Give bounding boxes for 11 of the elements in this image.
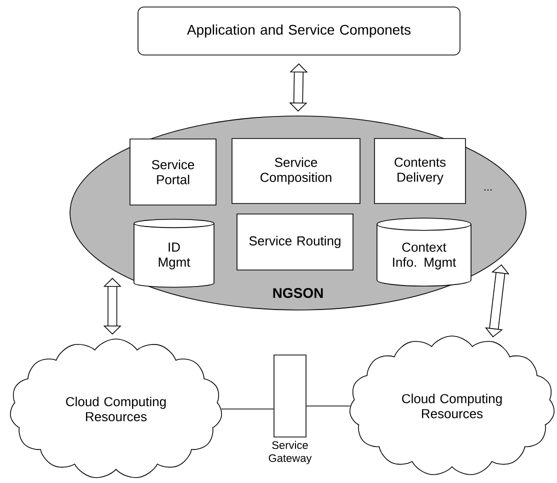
ellipsis-text: ... [484, 189, 492, 191]
function-box: Contents Delivery [374, 138, 466, 204]
node-caption: Service Gateway [268, 440, 312, 464]
connector-line [221, 408, 274, 410]
component-box: Application and Service Componets [138, 6, 460, 56]
function-box: Service Routing [236, 214, 354, 270]
gateway-bar [274, 354, 306, 438]
database-cylinder: ID Mgmt [134, 218, 214, 288]
function-box: Service Composition [232, 138, 360, 204]
function-box: Service Portal [130, 138, 216, 206]
database-cylinder: Context Info. Mgmt [376, 218, 472, 287]
